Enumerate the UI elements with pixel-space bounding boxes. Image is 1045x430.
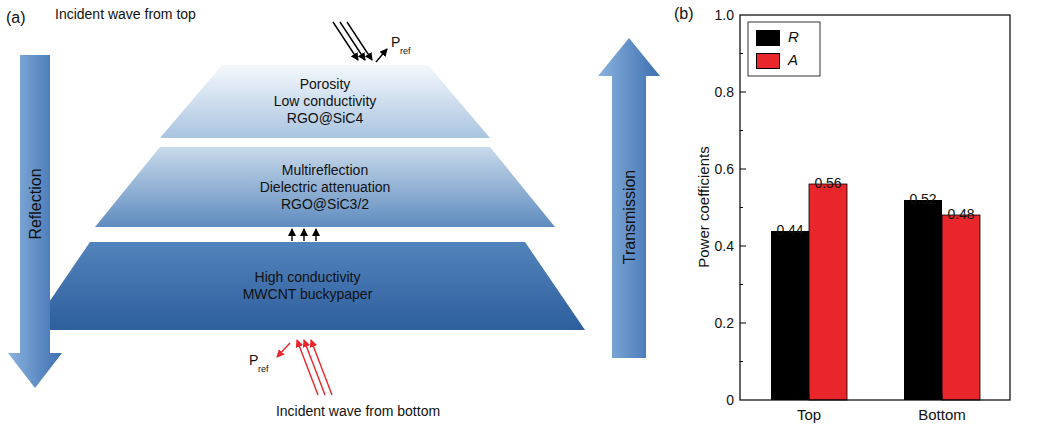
internal-arrows: [292, 229, 316, 241]
bar-value: 0.52: [909, 191, 936, 207]
incident-bottom-rays: [277, 340, 332, 395]
reflection-arrow: Reflection: [8, 55, 62, 388]
text-label: (b): [674, 6, 694, 22]
transmission-arrow: Transmission: [598, 38, 660, 358]
tick-label: 1.0: [715, 7, 734, 23]
bar-value: 0.44: [776, 222, 803, 238]
bar-chart: [740, 15, 1010, 400]
legend-swatch: [756, 30, 780, 46]
layer-text: High conductivityMWCNT buckypaper: [30, 242, 585, 330]
text-label: ref: [258, 361, 269, 377]
layer-line: High conductivity: [255, 269, 361, 286]
arrow-label: Reflection: [27, 168, 44, 239]
porous-layer: PorosityLow conductivityRGO@SiC4: [160, 65, 490, 138]
bar-value: 0.48: [947, 206, 974, 222]
text-label: Incident wave from bottom: [276, 403, 440, 419]
incident-top-rays: [333, 22, 387, 62]
text-label: Top: [797, 407, 821, 423]
legend-text: R: [788, 29, 799, 45]
layer-line: RGO@SiC3/2: [281, 196, 369, 213]
legend-swatch: [756, 53, 780, 69]
layer-line: Multireflection: [282, 162, 368, 179]
text-label: Incident wave from top: [55, 6, 196, 22]
tick-label: 0.2: [715, 315, 734, 331]
conductive-layer: High conductivityMWCNT buckypaper: [30, 242, 585, 330]
layer-line: Dielectric attenuation: [260, 179, 391, 196]
tick-label: 0.4: [715, 238, 734, 254]
text-label: P: [391, 34, 400, 50]
tick-label: 0.8: [715, 84, 734, 100]
layer-line: MWCNT buckypaper: [243, 286, 373, 303]
arrow-label: Transmission: [621, 170, 638, 265]
layer-text: MultireflectionDielectric attenuationRGO…: [95, 147, 555, 227]
legend-text: A: [788, 52, 798, 68]
bar-value: 0.56: [814, 175, 841, 191]
text-label: P: [249, 352, 258, 368]
layer-line: Low conductivity: [274, 93, 377, 110]
text-label: Power coefficients: [696, 146, 712, 267]
tick-label: 0: [726, 392, 734, 408]
layer-line: Porosity: [300, 76, 351, 93]
layer-line: RGO@SiC4: [287, 110, 363, 127]
tick-label: 0.6: [715, 161, 734, 177]
text-label: Bottom: [918, 407, 966, 423]
text-label: (a): [6, 10, 26, 26]
dielectric-layer: MultireflectionDielectric attenuationRGO…: [95, 147, 555, 227]
layer-text: PorosityLow conductivityRGO@SiC4: [160, 65, 490, 138]
text-label: ref: [400, 43, 411, 59]
